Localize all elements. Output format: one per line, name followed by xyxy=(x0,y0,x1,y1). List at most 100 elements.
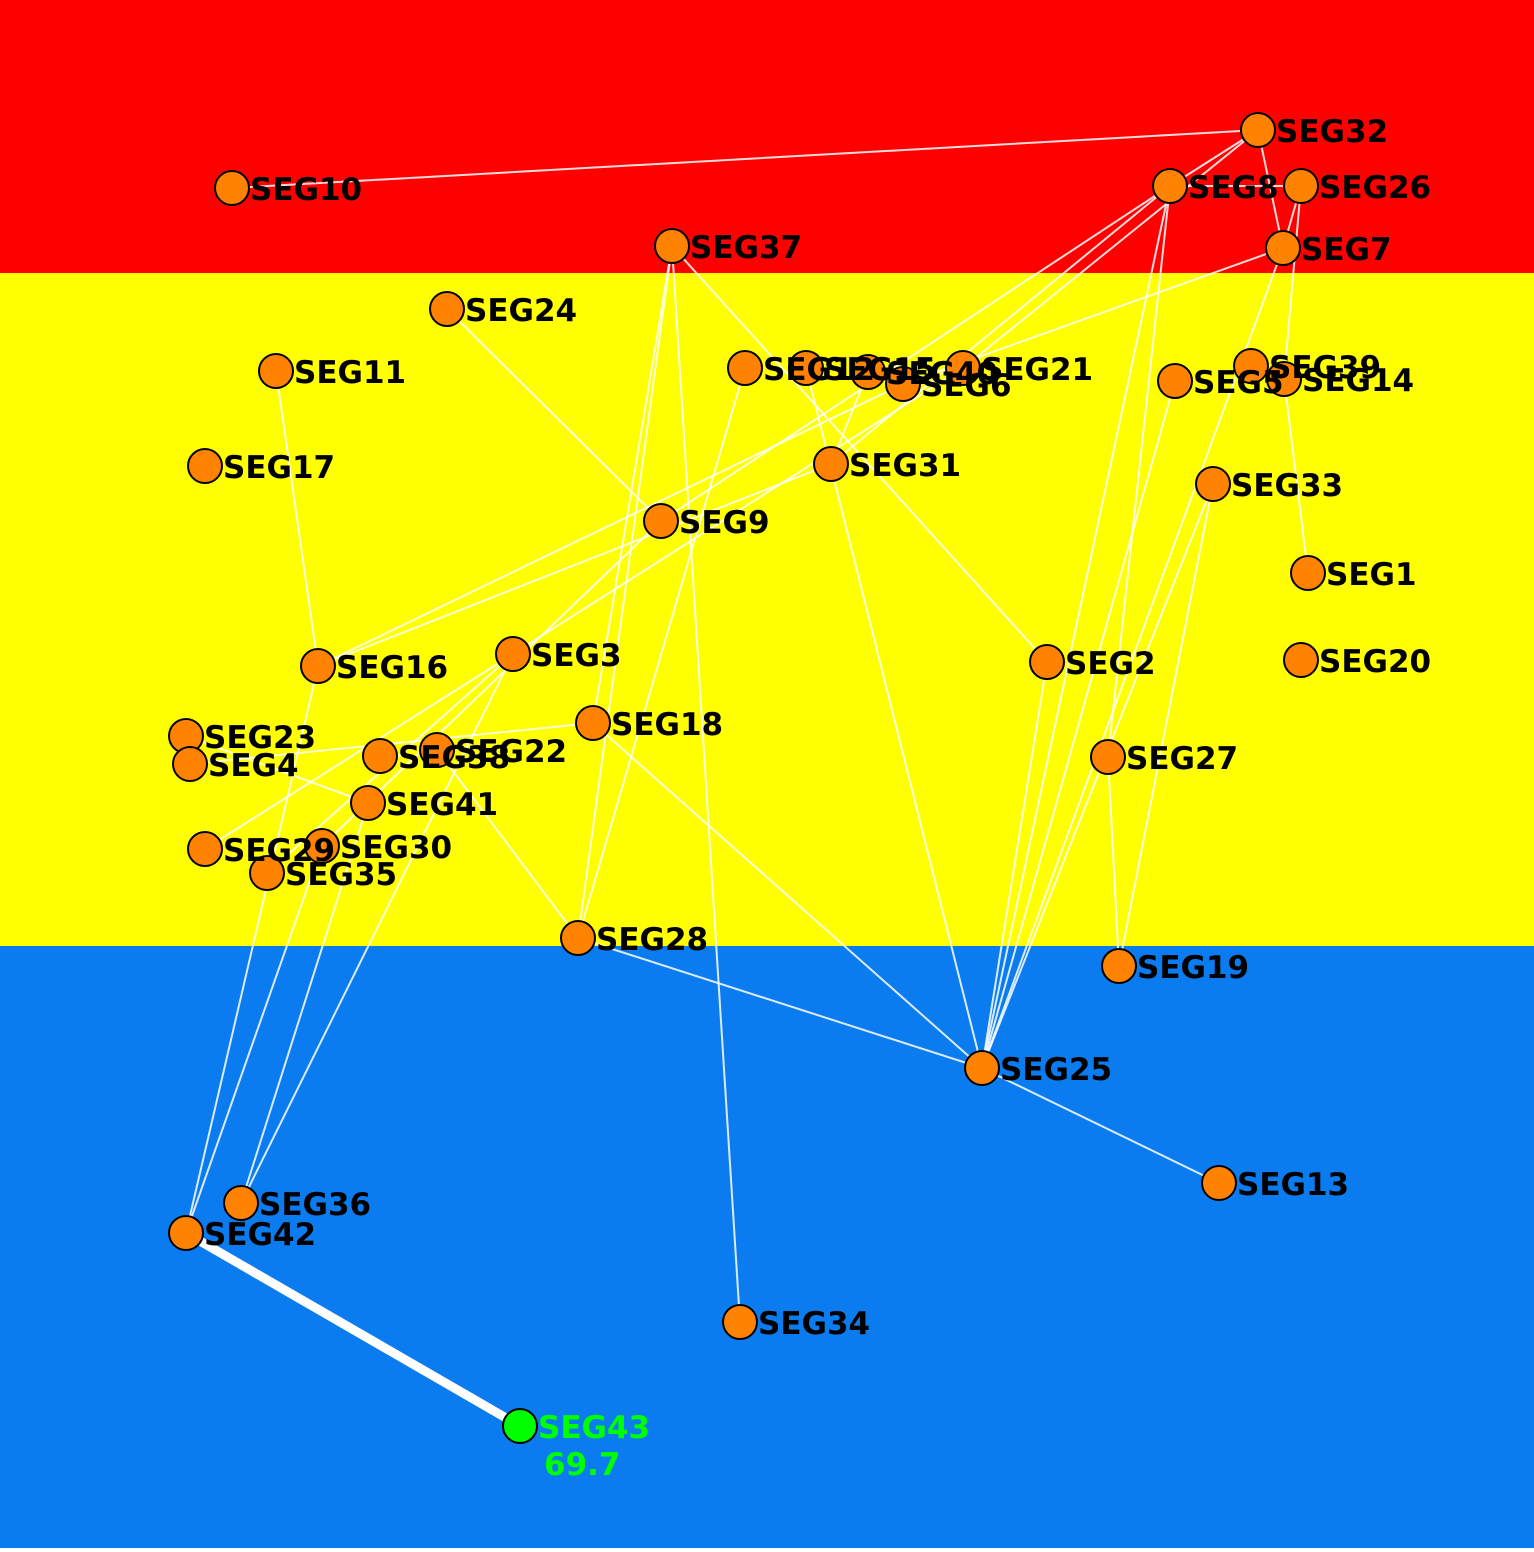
node-SEG20[interactable] xyxy=(1283,642,1319,678)
node-SEG29[interactable] xyxy=(187,831,223,867)
edge-SEG37-SEG2 xyxy=(671,245,1048,663)
edge-SEG3-SEG29 xyxy=(204,653,514,850)
node-label-SEG4: SEG4 xyxy=(208,748,299,784)
edge-SEG8-SEG31 xyxy=(830,185,1171,465)
node-SEG24[interactable] xyxy=(429,291,465,327)
node-label-SEG1: SEG1 xyxy=(1326,557,1417,593)
node-SEG10[interactable] xyxy=(214,170,250,206)
node-SEG4[interactable] xyxy=(172,746,208,782)
edge-SEG42-SEG43 xyxy=(183,1229,523,1430)
edge-SEG24-SEG9 xyxy=(446,308,662,522)
nodes-layer xyxy=(168,112,1326,1444)
edge-SEG3-SEG36 xyxy=(240,653,514,1204)
edges-layer xyxy=(183,129,1309,1430)
node-label-SEG24: SEG24 xyxy=(465,293,577,329)
node-SEG22[interactable] xyxy=(419,732,455,768)
node-SEG36[interactable] xyxy=(223,1185,259,1221)
node-SEG27[interactable] xyxy=(1090,739,1126,775)
node-SEG31[interactable] xyxy=(813,446,849,482)
node-SEG33[interactable] xyxy=(1195,466,1231,502)
node-SEG21[interactable] xyxy=(945,350,981,386)
node-SEG15[interactable] xyxy=(788,350,824,386)
node-label-SEG38: SEG38 xyxy=(398,740,510,776)
edge-SEG6-SEG16 xyxy=(317,383,904,667)
node-SEG6[interactable] xyxy=(885,366,921,402)
node-SEG34[interactable] xyxy=(722,1304,758,1340)
node-SEG11[interactable] xyxy=(258,353,294,389)
edge-SEG25-SEG2 xyxy=(981,661,1048,1069)
node-SEG7[interactable] xyxy=(1265,230,1301,266)
node-label-SEG18: SEG18 xyxy=(611,707,723,743)
node-SEG14[interactable] xyxy=(1266,361,1302,397)
edge-SEG18-SEG25 xyxy=(592,722,983,1069)
node-label-SEG25: SEG25 xyxy=(1000,1052,1112,1088)
node-SEG41[interactable] xyxy=(350,785,386,821)
edge-SEG37-SEG18 xyxy=(592,245,673,724)
node-SEG17[interactable] xyxy=(187,448,223,484)
edge-SEG31-SEG16 xyxy=(317,463,832,667)
node-SEG8[interactable] xyxy=(1152,168,1188,204)
node-label-SEG33: SEG33 xyxy=(1231,468,1343,504)
node-label-SEG16: SEG16 xyxy=(336,650,448,686)
node-SEG19[interactable] xyxy=(1101,948,1137,984)
node-label-SEG14: SEG14 xyxy=(1302,363,1414,399)
node-SEG9[interactable] xyxy=(643,503,679,539)
node-SEG42[interactable] xyxy=(168,1215,204,1251)
node-label-SEG30: SEG30 xyxy=(340,830,452,866)
node-label-SEG37: SEG37 xyxy=(690,230,802,266)
node-SEG12[interactable] xyxy=(727,350,763,386)
node-SEG40[interactable] xyxy=(850,354,886,390)
node-SEG18[interactable] xyxy=(575,705,611,741)
node-label-SEG20: SEG20 xyxy=(1319,644,1431,680)
node-SEG37[interactable] xyxy=(654,228,690,264)
edge-SEG11-SEG16 xyxy=(275,370,319,667)
edge-SEG26-SEG14 xyxy=(1283,185,1302,380)
node-SEG39[interactable] xyxy=(1233,348,1269,384)
node-SEG26[interactable] xyxy=(1283,168,1319,204)
node-SEG30[interactable] xyxy=(304,828,340,864)
edge-SEG8-SEG9 xyxy=(660,185,1171,522)
node-SEG16[interactable] xyxy=(300,648,336,684)
node-label-SEG6: SEG6 xyxy=(921,368,1012,404)
node-SEG13[interactable] xyxy=(1201,1165,1237,1201)
edge-SEG32-SEG7 xyxy=(1257,129,1284,249)
edge-SEG14-SEG1 xyxy=(1283,378,1309,574)
node-label-SEG13: SEG13 xyxy=(1237,1167,1349,1203)
node-label-SEG22: SEG22 xyxy=(455,734,567,770)
node-SEG25[interactable] xyxy=(964,1050,1000,1086)
node-label-SEG9: SEG9 xyxy=(679,505,770,541)
edge-SEG10-SEG32 xyxy=(231,129,1259,189)
node-label-SEG2: SEG2 xyxy=(1065,646,1156,682)
edge-SEG8-SEG25 xyxy=(981,185,1171,1069)
edge-SEG41-SEG36 xyxy=(240,802,369,1204)
node-label-SEG28: SEG28 xyxy=(596,922,708,958)
node-SEG35[interactable] xyxy=(249,855,285,891)
node-SEG2[interactable] xyxy=(1029,644,1065,680)
node-SEG28[interactable] xyxy=(560,920,596,956)
blue-band xyxy=(0,946,1534,1548)
edge-SEG21-SEG3 xyxy=(512,367,964,655)
node-SEG5[interactable] xyxy=(1157,363,1193,399)
node-SEG1[interactable] xyxy=(1290,555,1326,591)
node-label-SEG7: SEG7 xyxy=(1301,232,1392,268)
edge-SEG15-SEG25 xyxy=(805,367,983,1069)
node-SEG43[interactable] xyxy=(502,1408,538,1444)
node-sublabel-SEG43: 69.7 xyxy=(544,1447,621,1483)
edge-SEG8-SEG27 xyxy=(1107,185,1171,758)
edge-SEG7-SEG25 xyxy=(981,247,1284,1069)
node-label-SEG17: SEG17 xyxy=(223,450,335,486)
node-label-SEG21: SEG21 xyxy=(981,352,1093,388)
node-label-SEG26: SEG26 xyxy=(1319,170,1431,206)
edge-SEG33-SEG19 xyxy=(1118,483,1214,967)
node-label-SEG5: SEG5 xyxy=(1193,365,1284,401)
node-SEG32[interactable] xyxy=(1240,112,1276,148)
node-label-SEG36: SEG36 xyxy=(259,1187,371,1223)
node-label-SEG19: SEG19 xyxy=(1137,950,1249,986)
edge-SEG37-SEG34 xyxy=(671,245,741,1323)
node-SEG38[interactable] xyxy=(362,738,398,774)
node-label-SEG31: SEG31 xyxy=(849,448,961,484)
node-SEG3[interactable] xyxy=(495,636,531,672)
node-label-SEG34: SEG34 xyxy=(758,1306,870,1342)
